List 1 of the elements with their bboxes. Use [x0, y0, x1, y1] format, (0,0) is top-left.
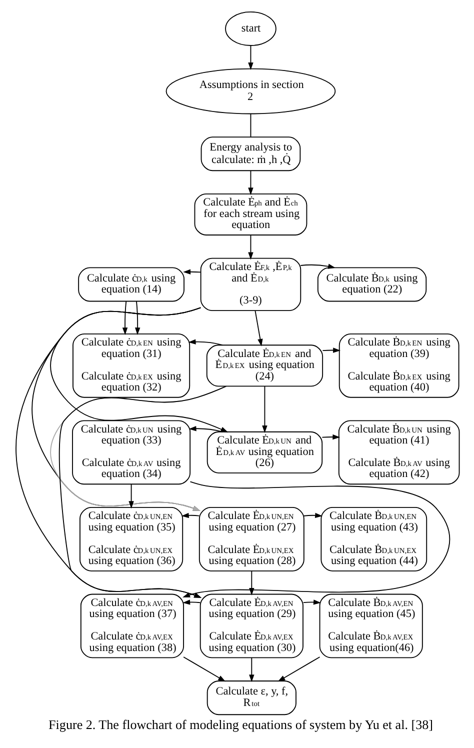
caption: Figure 2. The flowchart of modeling equations of system by Yu et al. [38] — [48, 716, 433, 732]
